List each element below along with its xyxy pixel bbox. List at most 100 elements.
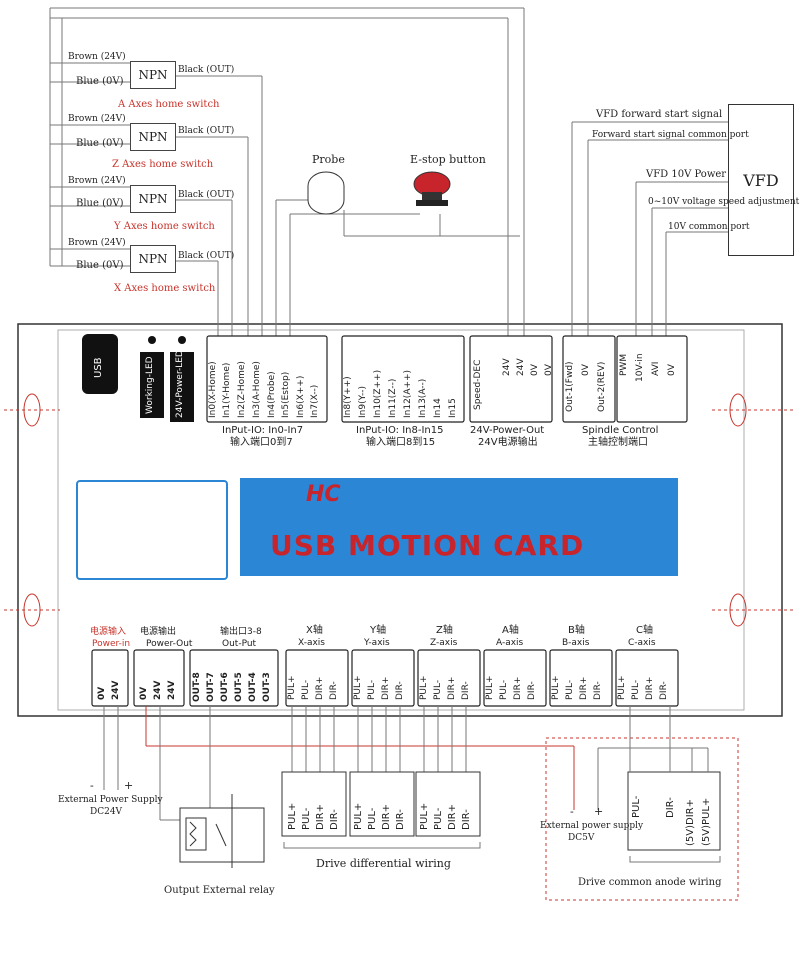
pin-label: 0V — [530, 364, 540, 376]
pin-label: In10(Z++) — [373, 369, 383, 418]
pin-label: 24V — [167, 680, 177, 701]
vfd-speed-adjust-label: 0~10V voltage speed adjustment — [648, 197, 800, 207]
vfd-10v-common-label: 10V common port — [668, 222, 750, 232]
pin-label: In7(X--) — [310, 384, 320, 418]
pin-label: Out-1(Fwd) — [565, 361, 575, 412]
pin-label: DIR+ — [315, 804, 326, 830]
probe-label: Probe — [312, 153, 345, 166]
c-axis-label: C-axis — [628, 638, 656, 648]
wire-brown-label: Brown (24V) — [68, 238, 126, 248]
pin-label: 0V — [667, 364, 677, 376]
estop-label: E-stop button — [410, 153, 486, 166]
switch-caption: X Axes home switch — [114, 283, 216, 294]
power-in-label-cn: 电源输入 — [90, 627, 127, 637]
pin-label: PUL- — [631, 795, 642, 818]
pin-label: DIR- — [461, 681, 471, 700]
pin-label: PUL+ — [485, 675, 495, 700]
wire-blue-label: Blue (0V) — [76, 198, 124, 209]
board-title: USB MOTION CARD — [270, 529, 585, 562]
power-led-tag: 24V-Power-LED — [170, 350, 194, 422]
wire-black-label: Black (OUT) — [178, 190, 235, 200]
pin-label: (5V)PUL+ — [701, 797, 712, 846]
wire-blue-label: Blue (0V) — [76, 260, 124, 271]
pin-label: PUL- — [499, 679, 509, 700]
input-block-8-15-label: InPut-IO: In8-In15 — [356, 425, 444, 436]
pin-label: In4(Probe) — [267, 371, 277, 418]
pin-label: OUT-6 — [220, 672, 230, 702]
wire-blue-label: Blue (0V) — [76, 138, 124, 149]
power-out-bottom-label-cn: 电源输出 — [140, 627, 177, 637]
pin-label: In2(Z-Home) — [237, 361, 247, 418]
pin-label: PUL- — [433, 807, 444, 830]
pin-label: 24V — [111, 680, 121, 701]
pin-label: PUL- — [565, 679, 575, 700]
y-axis-label: Y-axis — [364, 638, 390, 648]
pin-label: PWM — [619, 353, 629, 376]
input-block-0-7-label: InPut-IO: In0-In7 — [222, 425, 304, 436]
power-led-label: 24V-Power-LED — [175, 350, 185, 418]
pin-label: PUL+ — [287, 675, 297, 700]
spindle-label-cn: 主轴控制端口 — [588, 437, 648, 448]
pin-label: In0(X-Home) — [208, 361, 218, 418]
usb-port[interactable]: USB — [82, 334, 118, 394]
z-axis-label-cn: Z轴 — [436, 625, 453, 636]
pin-label: In14 — [433, 398, 443, 418]
pin-label: PUL+ — [617, 675, 627, 700]
ext-power-label: External Power Supply — [58, 795, 163, 805]
pin-label: AVI — [651, 361, 661, 376]
pin-label: PUL- — [433, 679, 443, 700]
pin-label: In12(A++) — [403, 369, 413, 418]
pin-label: OUT-5 — [234, 672, 244, 702]
power-out-label-cn: 24V电源输出 — [478, 437, 538, 448]
a-axis-label: A-axis — [496, 638, 524, 648]
b-axis-label: B-axis — [562, 638, 590, 648]
pin-label: DIR- — [329, 809, 340, 830]
vfd-forward-start-label: VFD forward start signal — [596, 109, 723, 120]
usb-label: USB — [93, 357, 104, 378]
pin-label: 24V — [153, 680, 163, 701]
probe-icon — [307, 171, 345, 215]
vfd-forward-common-label: Forward start signal common port — [592, 130, 749, 140]
pin-label: OUT-4 — [248, 672, 258, 702]
pin-label: 0V — [139, 686, 149, 700]
pin-label: OUT-8 — [192, 672, 202, 702]
relay-caption: Output External relay — [164, 885, 275, 896]
ext-power-minus: - — [90, 779, 94, 792]
wire-black-label: Black (OUT) — [178, 251, 235, 261]
npn-sensor: NPN — [130, 245, 176, 273]
wire-black-label: Black (OUT) — [178, 126, 235, 136]
output-label-cn: 输出口3-8 — [220, 627, 262, 637]
pin-label: PUL+ — [353, 675, 363, 700]
pin-label: PUL- — [301, 807, 312, 830]
pin-label: PUL- — [367, 807, 378, 830]
pin-label: OUT-3 — [262, 672, 272, 702]
wire-black-label: Black (OUT) — [178, 65, 235, 75]
npn-sensor: NPN — [130, 61, 176, 89]
pin-label: DIR+ — [381, 804, 392, 830]
x-axis-label: X-axis — [298, 638, 325, 648]
anode-power-voltage: DC5V — [568, 833, 595, 843]
pin-label: DIR+ — [315, 676, 325, 700]
power-out-label: 24V-Power-Out — [470, 425, 545, 436]
anode-power-minus: - — [570, 805, 574, 818]
pin-label: PUL- — [301, 679, 311, 700]
switch-caption: Y Axes home switch — [114, 221, 215, 232]
pin-label: PUL- — [367, 679, 377, 700]
pin-label: DIR- — [395, 681, 405, 700]
pin-label: DIR+ — [447, 676, 457, 700]
pin-label: DIR- — [659, 681, 669, 700]
wire-brown-label: Brown (24V) — [68, 52, 126, 62]
c-axis-label-cn: C轴 — [636, 625, 653, 636]
z-axis-label: Z-axis — [430, 638, 458, 648]
working-led-tag: Working-LED — [140, 352, 164, 418]
display-window — [76, 480, 228, 580]
differential-caption: Drive differential wiring — [316, 857, 451, 870]
switch-caption: A Axes home switch — [118, 99, 220, 110]
npn-sensor: NPN — [130, 123, 176, 151]
pin-label: DIR- — [461, 809, 472, 830]
pin-label: DIR- — [593, 681, 603, 700]
switch-caption: Z Axes home switch — [112, 159, 214, 170]
pin-label: In11(Z--) — [388, 378, 398, 418]
pin-label: PUL- — [631, 679, 641, 700]
